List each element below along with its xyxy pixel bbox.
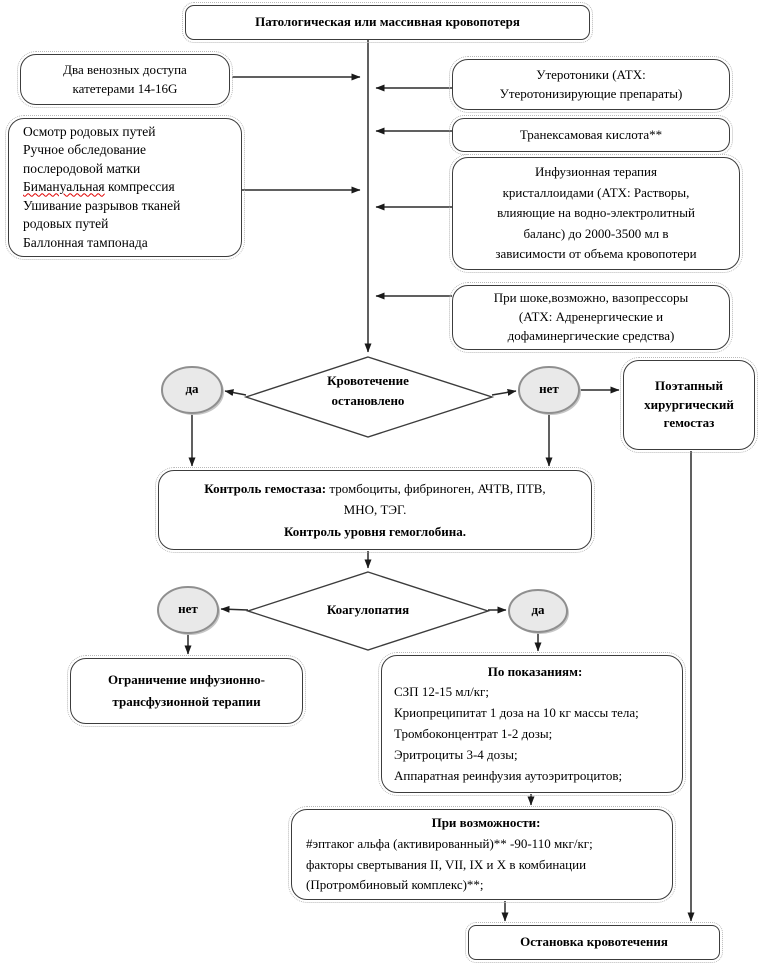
- vasopressors-line2: (АТХ: Адренергические и: [518, 309, 664, 325]
- no2-ellipse: [157, 586, 219, 634]
- control-normal1: тромбоциты, фибриноген, АЧТВ, ПТВ,: [326, 480, 546, 496]
- vasopressors-line1: При шоке,возможно, вазопрессоры: [493, 290, 689, 306]
- measures-box: Осмотр родовых путей Ручное обследование…: [5, 115, 245, 260]
- stop-bleeding-box: Остановка кровотечения: [465, 922, 723, 963]
- tranexamic-acid-box: Транексамовая кислота**: [449, 115, 733, 155]
- decision2-no-label: нет: [178, 601, 198, 616]
- decision1-line2: остановлено: [331, 393, 405, 409]
- measures-line2: Ручное обследование: [23, 142, 146, 158]
- decision2-yes-label: да: [531, 602, 545, 617]
- arrow-decision1-to-no: [491, 388, 517, 396]
- bleeding-stopped-diamond-label: Кровотечение остановлено: [268, 371, 468, 411]
- indications-title: По показаниям:: [487, 663, 583, 679]
- possibility-box: При возможности: #эптаког альфа (активир…: [288, 806, 676, 903]
- decision1-line1: Кровотечение: [327, 373, 409, 388]
- decision-ellipses: [157, 366, 581, 635]
- stop-bleeding-label: Остановка кровотечения: [520, 934, 668, 950]
- possibility-item: факторы свертывания II, VII, IX и X в ко…: [306, 856, 587, 872]
- possibility-item: #эптаког альфа (активированный)** -90-11…: [306, 835, 593, 851]
- control-bold1: Контроль гемостаза:: [204, 480, 327, 496]
- infusion-line5: зависимости от объема кровопотери: [495, 246, 697, 262]
- indications-item: Аппаратная реинфузия аутоэритроцитов;: [394, 767, 623, 783]
- start-box-label: Патологическая или массивная кровопотеря: [255, 14, 520, 30]
- coagulopathy-diamond: [245, 571, 491, 651]
- start-box: Патологическая или массивная кровопотеря: [182, 2, 593, 43]
- no1-ellipse: [518, 366, 580, 414]
- yes1-ellipse: [161, 366, 223, 414]
- arrow-decision1-to-yes: [224, 389, 247, 397]
- possibility-title: При возможности:: [431, 814, 541, 830]
- indications-box: По показаниям: СЗП 12-15 мл/кг; Криопрец…: [378, 652, 686, 796]
- control-line1: Контроль гемостаза: тромбоциты, фибриног…: [159, 478, 591, 499]
- bleeding-stopped-diamond: [243, 356, 495, 438]
- decision1-yes-label: да: [185, 381, 199, 396]
- surgical-line3: гемостаз: [663, 415, 715, 431]
- control-bold2: Контроль уровня гемоглобина.: [284, 523, 466, 539]
- restriction-line2: трансфузионной терапии: [112, 694, 261, 709]
- decision1-no-label: нет: [539, 381, 559, 396]
- measures-line6: родовых путей: [23, 216, 109, 232]
- arrow-decision2-to-no: [220, 605, 249, 613]
- venous-line2: катетерами 14-16G: [72, 80, 178, 96]
- surgical-line2: хирургический: [644, 396, 734, 412]
- restriction-therapy-box: Ограничение инфузионно- трансфузионной т…: [67, 655, 306, 727]
- measures-line4: Бимануальная компрессия: [23, 178, 241, 196]
- uterotonics-line2: Утеротонизирующие препараты): [499, 85, 683, 101]
- infusion-line3: влияющие на водно-электролитный: [497, 205, 695, 221]
- surgical-line1: Поэтапный: [655, 377, 723, 393]
- vasopressors-line3: дофаминергические средства): [507, 327, 675, 343]
- yes2-ellipse: [508, 589, 568, 633]
- uterotonics-box: Утеротоники (АТХ: Утеротонизирующие преп…: [449, 56, 733, 113]
- measures-line7: Баллонная тампонада: [23, 234, 148, 250]
- restriction-line1: Ограничение инфузионно-: [107, 671, 265, 687]
- coagulopathy-diamond-label: Коагулопатия: [326, 602, 410, 617]
- indications-item: Тромбоконцентрат 1-2 дозы;: [394, 726, 553, 741]
- measures-line3: послеродовой матки: [23, 160, 141, 176]
- control-line2: МНО, ТЭГ.: [343, 502, 407, 518]
- vasopressors-box: При шоке,возможно, вазопрессоры (АТХ: Ад…: [449, 282, 733, 353]
- tranexamic-label: Транексамовая кислота**: [519, 126, 663, 142]
- misspelled-word: Бимануальная: [23, 179, 105, 195]
- infusion-line1: Инфузионная терапия: [535, 164, 657, 180]
- infusion-line2: кристаллоидами (АТХ: Растворы,: [502, 184, 690, 200]
- measures-line4-rest: компрессия: [104, 179, 175, 195]
- infusion-line4: баланс) до 2000-3500 мл в: [523, 225, 669, 241]
- indications-item: Криопреципитат 1 доза на 10 кг массы тел…: [394, 705, 639, 721]
- venous-line1: Два венозных доступа: [63, 61, 187, 77]
- possibility-item: (Протромбиновый комплекс)**;: [306, 877, 484, 893]
- indications-item: СЗП 12-15 мл/кг;: [394, 684, 489, 700]
- infusion-therapy-box: Инфузионная терапия кристаллоидами (АТХ:…: [449, 154, 743, 273]
- measures-line1: Осмотр родовых путей: [23, 123, 156, 139]
- hemostasis-control-box: Контроль гемостаза: тромбоциты, фибриног…: [155, 467, 595, 553]
- indications-item: Эритроциты 3-4 дозы;: [394, 746, 518, 762]
- measures-line5: Ушивание разрывов тканей: [23, 197, 181, 213]
- uterotonics-line1: Утеротоники (АТХ:: [536, 66, 646, 82]
- surgical-hemostasis-box: Поэтапный хирургический гемостаз: [620, 357, 758, 453]
- venous-access-box: Два венозных доступа катетерами 14-16G: [17, 51, 233, 108]
